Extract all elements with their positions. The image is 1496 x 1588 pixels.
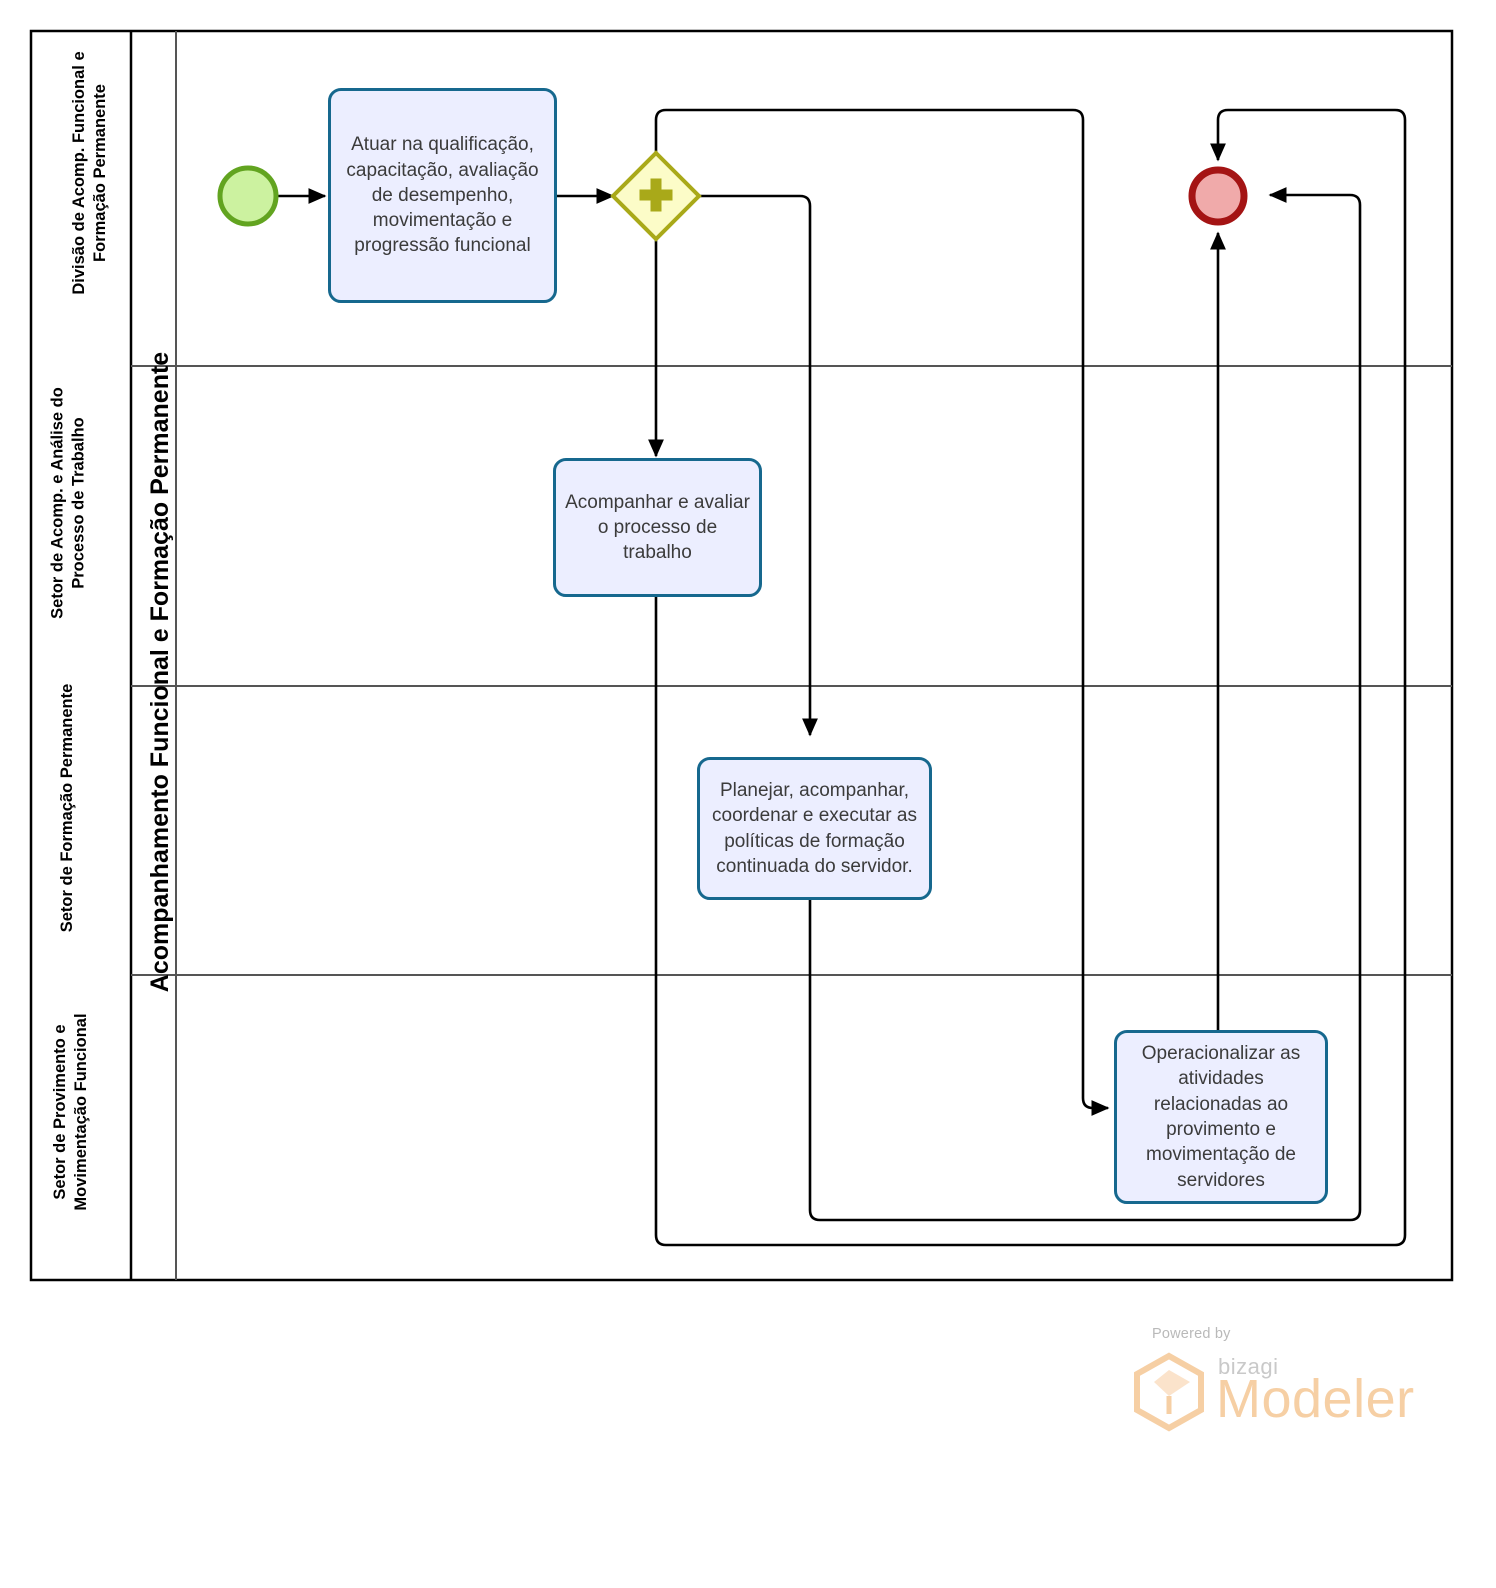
bizagi-hexagon-icon [1132,1352,1206,1432]
task-label: Acompanhar e avaliar o processo de traba… [565,491,750,564]
flow-gateway-to-task4 [654,108,1110,1117]
task-acompanhar-avaliar-processo[interactable]: Acompanhar e avaliar o processo de traba… [553,458,762,597]
flow-task3-to-end [808,186,1362,1222]
task-atuar-qualificacao[interactable]: Atuar na qualificação, capacitação, aval… [328,88,557,303]
bizagi-modeler-footer: Powered by bizagi Modeler [1128,1326,1414,1446]
task-label: Atuar na qualificação, capacitação, aval… [346,134,539,257]
bizagi-wordmark: bizagi [1218,1354,1279,1379]
end-event [1188,166,1248,226]
task-operacionalizar-provimento[interactable]: Operacionalizar as atividades relacionad… [1114,1030,1328,1204]
flow-task2-to-end [654,108,1407,1247]
task-planejar-politicas-formacao[interactable]: Planejar, acompanhar, coordenar e execut… [697,757,932,900]
task-label: Operacionalizar as atividades relacionad… [1141,1043,1301,1191]
start-event [217,165,279,227]
powered-by-label: Powered by [1152,1326,1231,1342]
task-label: Planejar, acompanhar, coordenar e execut… [712,779,917,877]
parallel-gateway [610,150,702,242]
modeler-wordmark: Modeler [1216,1369,1415,1429]
flow-gateway-to-task3 [698,194,819,737]
